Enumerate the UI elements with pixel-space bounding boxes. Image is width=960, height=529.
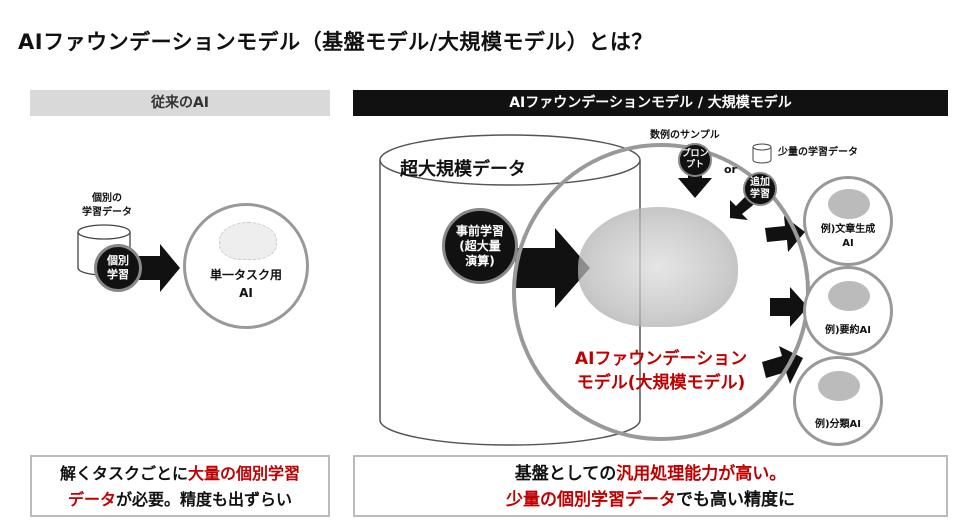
foundation-model-header: AIファウンデーションモデル / 大規模モデル	[353, 90, 948, 116]
brain-icon	[219, 222, 277, 260]
single-task-ai-circle: 単一タスク用 AI	[183, 203, 309, 329]
task-circle-text-generation: 例)文章生成 AI	[803, 176, 893, 266]
traditional-summary-box: 解くタスクごとに大量の個別学習 データが必要。精度も出ずらい	[30, 455, 330, 517]
label-line: 例)文章生成	[820, 224, 876, 235]
label-line: 事前学習	[455, 223, 504, 238]
pretraining-badge: 事前学習(超大量演算)	[442, 208, 518, 284]
summary-text: が必要。精度も出ずらい	[116, 490, 293, 509]
summary-highlight: 汎用処理能力が高い。	[616, 464, 787, 484]
brain-icon	[818, 371, 860, 401]
task-circle-classification: 例)分類AI	[793, 356, 883, 446]
page-title: AIファウンデーションモデル（基盤モデル/大規模モデル）とは？	[18, 30, 653, 54]
label-line: AIファウンデーション	[574, 349, 748, 369]
foundation-summary-box: 基盤としての汎用処理能力が高い。 少量の個別学習データでも高い精度に	[353, 455, 948, 517]
summary-highlight: 大量の個別学習	[188, 464, 301, 483]
label-line: モデル(大規模モデル)	[576, 373, 746, 393]
label-line: AI	[842, 238, 854, 249]
summary-highlight: 少量の個別学習データ	[506, 490, 676, 510]
brain-icon	[828, 189, 870, 219]
small-data-label: 少量の学習データ	[778, 147, 858, 158]
summary-text: 解くタスクごとに	[59, 464, 188, 483]
arrow-right	[138, 244, 180, 292]
label-line: (超大量	[459, 238, 501, 253]
label-line: 学習	[750, 189, 770, 200]
summary-text: でも高い精度に	[676, 490, 795, 510]
small-database-icon	[752, 143, 772, 164]
label-line: 学習	[107, 268, 129, 281]
individual-training-badge: 個別学習	[94, 244, 142, 292]
few-shot-label: 数例のサンプル	[650, 130, 720, 141]
label-line: 追加	[750, 176, 770, 188]
finetune-badge: 追加学習	[743, 172, 777, 206]
task-circle-summarization: 例)要約AI	[803, 266, 893, 356]
summary-highlight: データ	[67, 490, 116, 509]
label-line: 学習データ	[82, 207, 132, 218]
prompt-badge: プロンプト	[678, 143, 712, 177]
big-data-label: 超大規模データ	[400, 159, 526, 180]
label-line: AI	[239, 286, 253, 300]
brain-icon	[828, 281, 870, 311]
label-line: 単一タスク用	[209, 268, 282, 282]
individual-data-label: 個別の 学習データ	[62, 192, 152, 220]
traditional-ai-header: 従来のAI	[30, 90, 330, 116]
label-line: 例)要約AI	[824, 325, 872, 336]
label-line: プロン	[681, 148, 709, 159]
label-line: 個別	[107, 254, 129, 268]
label-line: 演算)	[465, 253, 495, 268]
summary-text: 基盤としての	[514, 464, 617, 484]
label-line: 例)分類AI	[814, 419, 862, 430]
brain-icon	[578, 207, 738, 327]
label-line: 個別の	[92, 193, 122, 204]
or-label: or	[724, 163, 737, 176]
label-line: プト	[685, 160, 704, 170]
